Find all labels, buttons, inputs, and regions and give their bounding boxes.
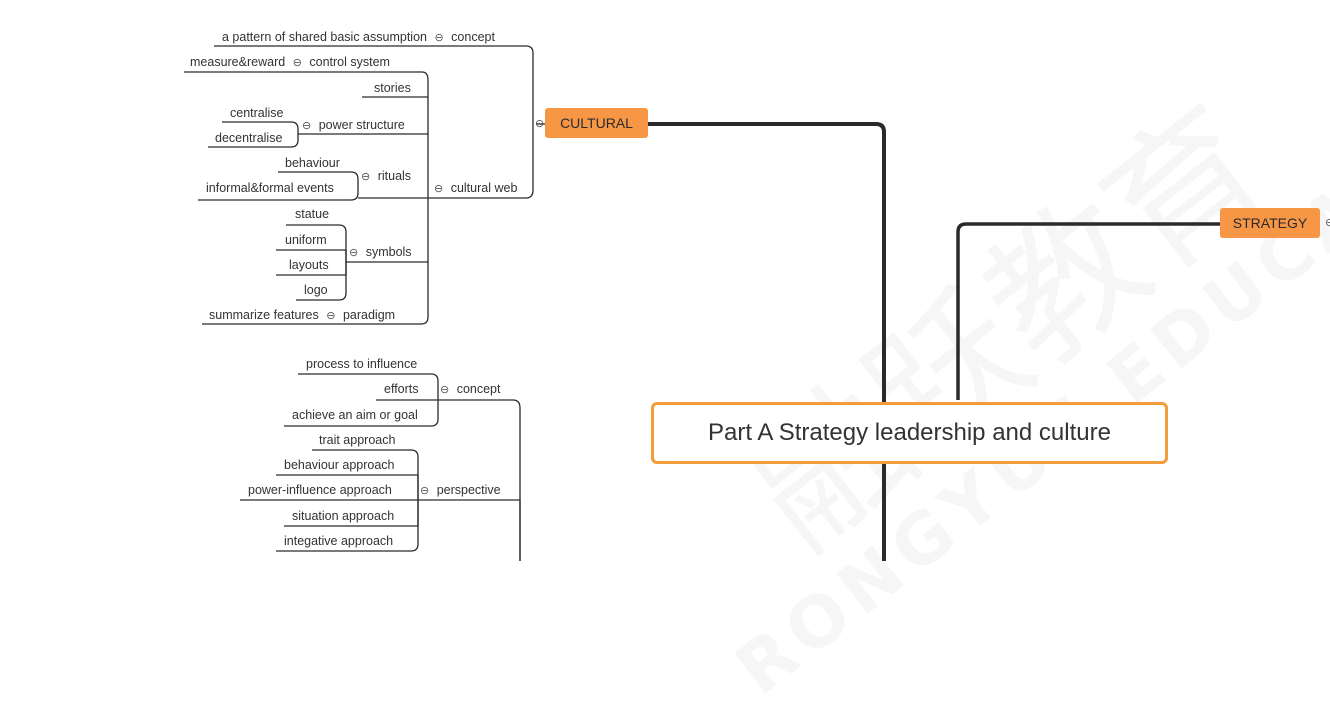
node-uniform[interactable]: uniform [285,233,327,247]
control-system-label: control system [309,55,390,69]
cultural-web-label: cultural web [450,181,518,195]
power-structure-label: power structure [318,118,405,132]
node-situation-approach[interactable]: situation approach [292,509,395,523]
branch-strategy[interactable]: STRATEGY [1220,208,1320,238]
collapse-icon[interactable]: ⊖ [302,120,312,132]
symbols-label: symbols [365,245,412,259]
collapse-icon[interactable]: ⊖ [420,485,430,497]
node-cultural-web[interactable]: ⊖ cultural web [430,181,517,196]
rituals-label: rituals [377,169,412,183]
summarize-features-text: summarize features [209,308,319,322]
node-process-to-influence[interactable]: process to influence [306,357,418,371]
mindmap-connectors [184,45,1220,561]
collapse-icon[interactable]: ⊖ [434,183,444,195]
node-rituals[interactable]: ⊖ rituals [357,169,411,184]
collapse-icon[interactable]: ⊖ [361,171,371,183]
node-symbols[interactable]: ⊖ symbols [345,245,412,260]
node-efforts[interactable]: efforts [384,382,419,396]
collapse-icon[interactable]: ⊖ [434,32,444,44]
node-achieve-aim[interactable]: achieve an aim or goal [292,408,418,422]
node-behaviour[interactable]: behaviour [285,156,340,170]
collapse-icon-cultural[interactable]: ⊖ [535,118,545,130]
node-layouts[interactable]: layouts [289,258,329,272]
collapse-icon[interactable]: ⊖ [326,310,336,322]
node-power-structure[interactable]: ⊖ power structure [298,118,405,133]
node-control-system[interactable]: measure&reward ⊖ control system [190,55,390,70]
node-cultural-concept[interactable]: a pattern of shared basic assumption ⊖ c… [222,30,495,45]
node-power-influence-approach[interactable]: power-influence approach [248,483,392,497]
node-logo[interactable]: logo [304,283,328,297]
node-stories[interactable]: stories [374,81,411,95]
node-behaviour-approach[interactable]: behaviour approach [284,458,395,472]
node-trait-approach[interactable]: trait approach [319,433,396,447]
measure-reward-text: measure&reward [190,55,286,69]
perspective-label: perspective [436,483,501,497]
branch-cultural[interactable]: CULTURAL [545,108,648,138]
concept-label: concept [451,30,495,44]
central-topic[interactable]: Part A Strategy leadership and culture [651,402,1168,464]
paradigm-label: paradigm [342,308,396,322]
node-statue[interactable]: statue [295,207,330,221]
node-decentralise[interactable]: decentralise [215,131,283,145]
leadership-concept-label: concept [456,382,501,396]
concept-child-text: a pattern of shared basic assumption [222,30,427,44]
node-centralise[interactable]: centralise [230,106,284,120]
node-leadership-concept[interactable]: ⊖ concept [436,382,500,397]
node-integative-approach[interactable]: integative approach [284,534,394,548]
node-paradigm[interactable]: summarize features ⊖ paradigm [209,308,395,323]
collapse-icon-strategy[interactable]: ⊖ [1325,217,1330,229]
collapse-icon[interactable]: ⊖ [349,247,359,259]
node-perspective[interactable]: ⊖ perspective [416,483,501,498]
collapse-icon[interactable]: ⊖ [292,57,302,69]
node-informal-formal-events[interactable]: informal&formal events [206,181,334,195]
collapse-icon[interactable]: ⊖ [440,384,450,396]
